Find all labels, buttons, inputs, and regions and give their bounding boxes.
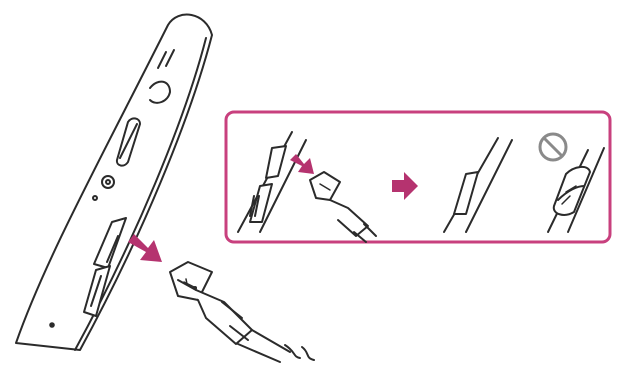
usb-symbol-icon	[183, 278, 198, 291]
diagonal-arrow-icon	[128, 234, 162, 262]
usb-cable-connector	[169, 261, 315, 363]
step-cover-incorrect	[547, 147, 605, 233]
step-open-insert	[237, 131, 377, 243]
power-switch	[149, 49, 175, 104]
usb-cover-open	[83, 265, 111, 317]
prohibited-icon	[538, 132, 568, 162]
headphone-jack	[101, 175, 115, 189]
mic-hole	[92, 195, 98, 201]
step-cover-closed	[443, 137, 513, 233]
instruction-panel	[224, 110, 612, 244]
volume-buttons	[115, 117, 141, 167]
arrow-right-icon	[392, 172, 418, 200]
diagonal-arrow-icon	[290, 154, 314, 174]
